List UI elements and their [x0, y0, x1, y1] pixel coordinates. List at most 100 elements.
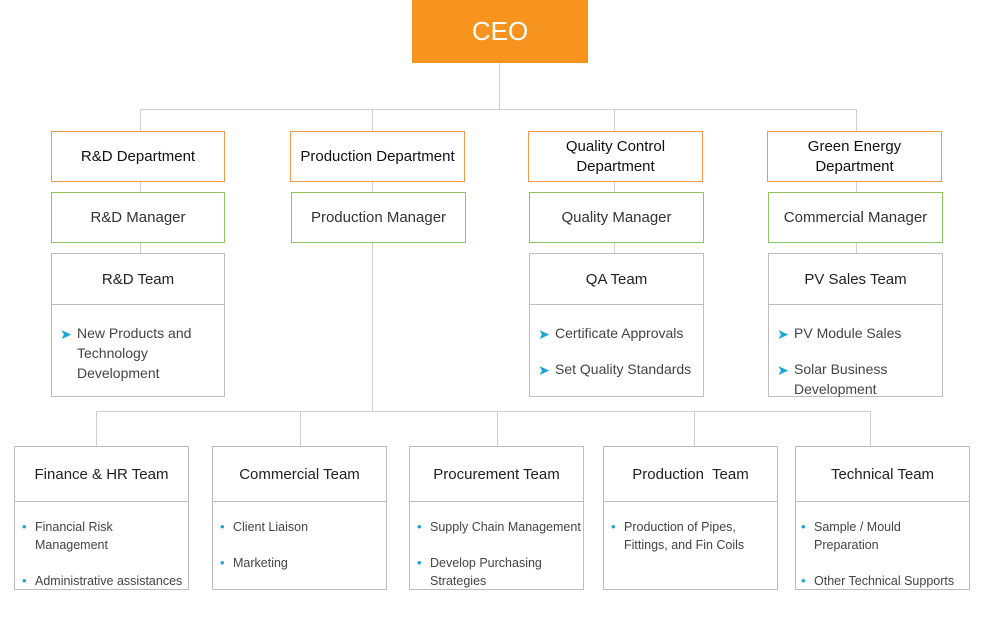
task-item: • Sample / Mould Preparation	[801, 518, 967, 554]
team-finance-hr: Finance & HR Team • Financial Risk Manage…	[14, 446, 189, 590]
task-label: Set Quality Standards	[555, 361, 692, 377]
task-item: ➤ New Products and Technology Development	[60, 323, 220, 383]
department-green-energy: Green Energy Department	[767, 131, 942, 182]
department-label: Quality Control Department	[565, 137, 666, 175]
dept-drop-1	[140, 109, 141, 131]
department-quality-control: Quality Control Department	[528, 131, 703, 182]
team-qa: QA Team ➤ Certificate Approvals ➤ Set Qual…	[529, 253, 704, 397]
team-title: QA Team	[530, 254, 703, 305]
task-label: Financial Risk Management	[35, 520, 113, 552]
task-list: • Client Liaison •Marketing	[213, 502, 386, 572]
team-title: Production Team	[604, 447, 777, 502]
bottom-drop-3	[497, 411, 498, 446]
task-item: ➤ Certificate Approvals	[538, 323, 699, 343]
ceo-connector	[499, 63, 500, 110]
task-item: • Administrative assistances	[22, 572, 186, 590]
task-item: • Supply Chain Management	[417, 518, 581, 536]
department-production: Production Department	[290, 131, 465, 182]
dot-icon: •	[417, 555, 422, 570]
team-rnd: R&D Team ➤ New Products and Technology De…	[51, 253, 225, 397]
manager-label: Production Manager	[310, 209, 447, 226]
task-list: ➤ Certificate Approvals ➤ Set Quality Stan…	[530, 305, 703, 379]
dept-drop-2	[372, 109, 373, 131]
mgr4-team-link	[856, 242, 857, 253]
mgr3-team-link	[614, 242, 615, 253]
task-item: •Marketing	[220, 554, 384, 572]
manager-quality: Quality Manager	[529, 192, 704, 243]
bottom-bus	[96, 411, 871, 412]
task-item: • Production of Pipes, Fittings, and Fin …	[611, 518, 749, 554]
mgr1-team-link	[140, 242, 141, 253]
team-title: R&D Team	[52, 254, 224, 305]
dept3-mgr-link	[614, 181, 615, 192]
arrow-right-icon: ➤	[538, 362, 550, 378]
task-label: Other Technical Supports	[814, 574, 955, 588]
department-label: R&D Department	[80, 147, 196, 165]
team-title: Finance & HR Team	[15, 447, 188, 502]
task-item: • Financial Risk Management	[22, 518, 186, 554]
production-trunk	[372, 242, 373, 412]
task-item: ➤PV Module Sales	[777, 323, 938, 343]
manager-production: Production Manager	[291, 192, 466, 243]
team-title: Procurement Team	[410, 447, 583, 502]
task-label: Client Liaison	[233, 520, 309, 534]
department-label: Green Energy Department	[807, 137, 902, 175]
task-list: ➤ New Products and Technology Development	[52, 305, 224, 383]
task-item: • Other Technical Supports	[801, 572, 967, 590]
manager-label: Commercial Manager	[783, 209, 928, 226]
task-label: Administrative assistances	[35, 574, 183, 588]
task-list: • Supply Chain Management • Develop Purcha…	[410, 502, 583, 590]
dot-icon: •	[611, 519, 616, 534]
dot-icon: •	[417, 519, 422, 534]
dot-icon: •	[220, 519, 225, 534]
manager-rnd: R&D Manager	[51, 192, 225, 243]
team-title: Commercial Team	[213, 447, 386, 502]
team-procurement: Procurement Team • Supply Chain Managemen…	[409, 446, 584, 590]
manager-label: Quality Manager	[561, 209, 672, 226]
task-label: Certificate Approvals	[555, 325, 684, 341]
dept-drop-4	[856, 109, 857, 131]
team-production: Production Team • Production of Pipes, Fi…	[603, 446, 778, 590]
team-commercial: Commercial Team • Client Liaison •Marketi…	[212, 446, 387, 590]
task-list: • Sample / Mould Preparation • Other Techn…	[796, 502, 969, 590]
arrow-right-icon: ➤	[60, 326, 72, 342]
task-item: • Develop Purchasing Strategies	[417, 554, 581, 590]
task-item: ➤ Set Quality Standards	[538, 359, 699, 379]
task-item: ➤Solar Business Development	[777, 359, 938, 399]
arrow-right-icon: ➤	[777, 326, 789, 342]
bottom-drop-2	[300, 411, 301, 446]
ceo-label: CEO	[471, 16, 529, 46]
manager-label: R&D Manager	[90, 209, 186, 226]
manager-commercial: Commercial Manager	[768, 192, 943, 243]
bottom-drop-5	[870, 411, 871, 446]
task-item: • Client Liaison	[220, 518, 384, 536]
dept2-mgr-link	[372, 181, 373, 192]
task-list: • Production of Pipes, Fittings, and Fin …	[604, 502, 777, 554]
department-rnd: R&D Department	[51, 131, 225, 182]
task-label: Supply Chain Management	[430, 520, 581, 534]
dept-drop-3	[614, 109, 615, 131]
task-label: Marketing	[233, 556, 288, 570]
task-label: Production of Pipes, Fittings, and Fin C…	[624, 520, 745, 552]
department-label: Production Department	[300, 147, 455, 165]
task-label: Sample / Mould Preparation	[814, 520, 901, 552]
task-label: Develop Purchasing Strategies	[430, 556, 542, 588]
task-list: • Financial Risk Management • Administrati…	[15, 502, 188, 590]
team-technical: Technical Team • Sample / Mould Preparati…	[795, 446, 970, 590]
dot-icon: •	[22, 519, 27, 534]
team-title: PV Sales Team	[769, 254, 942, 305]
dept-bus	[140, 109, 857, 110]
dept1-mgr-link	[140, 181, 141, 192]
bottom-drop-4	[694, 411, 695, 446]
ceo-box: CEO	[412, 0, 588, 63]
dept4-mgr-link	[856, 181, 857, 192]
dot-icon: •	[22, 573, 27, 588]
arrow-right-icon: ➤	[777, 362, 789, 378]
task-list: ➤PV Module Sales ➤Solar Business Develop…	[769, 305, 942, 399]
dot-icon: •	[801, 573, 806, 588]
dot-icon: •	[801, 519, 806, 534]
bottom-drop-1	[96, 411, 97, 446]
team-title: Technical Team	[796, 447, 969, 502]
task-label: New Products and Technology Development	[77, 325, 192, 381]
arrow-right-icon: ➤	[538, 326, 550, 342]
